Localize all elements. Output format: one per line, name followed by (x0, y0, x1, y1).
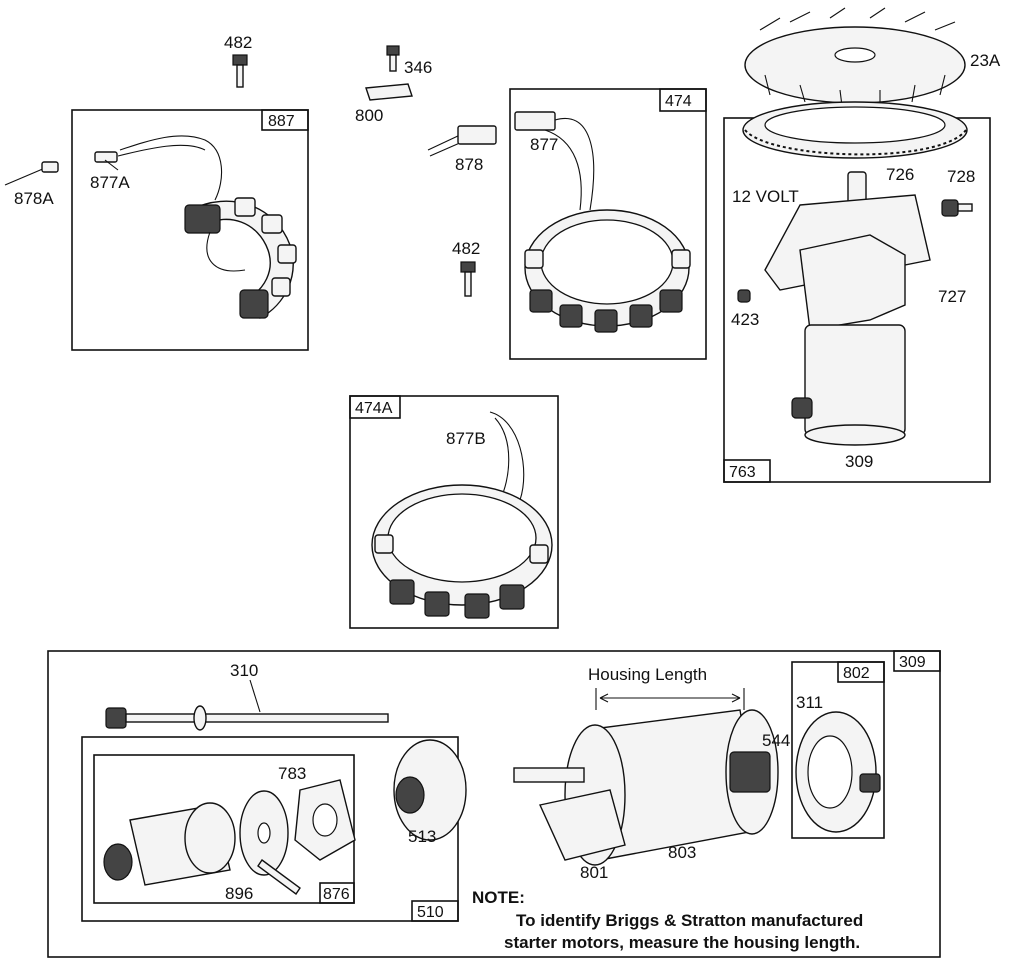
label-878A: 878A (14, 189, 54, 208)
note-line-1: To identify Briggs & Stratton manufactur… (516, 911, 863, 930)
label-510: 510 (417, 904, 444, 921)
box-887-tag (261, 109, 309, 131)
label-474: 474 (665, 93, 692, 110)
alternator-474A-drawing (371, 411, 553, 619)
starter-motor-763 (764, 171, 931, 446)
label-803: 803 (668, 843, 696, 862)
label-896: 896 (225, 884, 253, 903)
screw-423 (737, 289, 751, 303)
plate-800 (365, 83, 413, 101)
screw-482-mid (460, 261, 476, 297)
label-877: 877 (530, 135, 558, 154)
label-482-top: 482 (224, 33, 252, 52)
label-housing-length: Housing Length (588, 665, 707, 684)
label-763: 763 (729, 464, 756, 481)
label-346: 346 (404, 58, 432, 77)
box-876-tag (319, 882, 355, 904)
label-309-top: 309 (845, 452, 873, 471)
box-887 (71, 109, 309, 351)
label-309-box: 309 (899, 654, 926, 671)
connector-878-drawing (427, 125, 497, 157)
label-544: 544 (762, 731, 790, 750)
label-783: 783 (278, 764, 306, 783)
box-474A-tag (349, 395, 401, 419)
connector-878A-drawing (4, 161, 59, 186)
label-474A: 474A (355, 400, 393, 417)
label-800: 800 (355, 106, 383, 125)
label-728: 728 (947, 167, 975, 186)
label-513: 513 (408, 827, 436, 846)
screw-728 (941, 199, 973, 217)
screw-346 (386, 45, 400, 72)
screw-482-top (232, 54, 248, 88)
label-423: 423 (731, 310, 759, 329)
label-877B: 877B (446, 429, 486, 448)
box-802-tag (837, 661, 885, 683)
label-726: 726 (886, 165, 914, 184)
label-876: 876 (323, 886, 350, 903)
flywheel-fan-23A (744, 7, 966, 107)
label-801: 801 (580, 863, 608, 882)
box-474-tag (659, 88, 707, 112)
label-310: 310 (230, 661, 258, 680)
label-887: 887 (268, 113, 295, 130)
note-title: NOTE: (472, 888, 525, 907)
box-309 (47, 650, 941, 958)
label-727: 727 (938, 287, 966, 306)
box-474A (349, 395, 559, 629)
end-cap-802-drawing (795, 711, 881, 833)
alternator-887-drawing (94, 135, 297, 319)
box-510 (81, 736, 459, 922)
label-878: 878 (455, 155, 483, 174)
alternator-474-drawing (514, 111, 691, 333)
label-311: 311 (796, 693, 823, 712)
label-12-volt: 12 VOLT (732, 187, 799, 206)
box-876 (93, 754, 355, 904)
box-309-tag (893, 650, 941, 672)
note-line-2: starter motors, measure the housing leng… (504, 933, 860, 952)
bolt-310 (105, 705, 389, 731)
box-474 (509, 88, 707, 360)
label-23A: 23A (970, 51, 1001, 70)
label-482-mid: 482 (452, 239, 480, 258)
label-802: 802 (843, 665, 870, 682)
motor-housing-drawing (513, 709, 779, 866)
label-877A: 877A (90, 173, 130, 192)
drive-assembly-drawing (103, 739, 467, 895)
ring-gear-726 (742, 101, 968, 159)
box-510-tag (411, 900, 459, 922)
box-763-tag (723, 459, 771, 483)
